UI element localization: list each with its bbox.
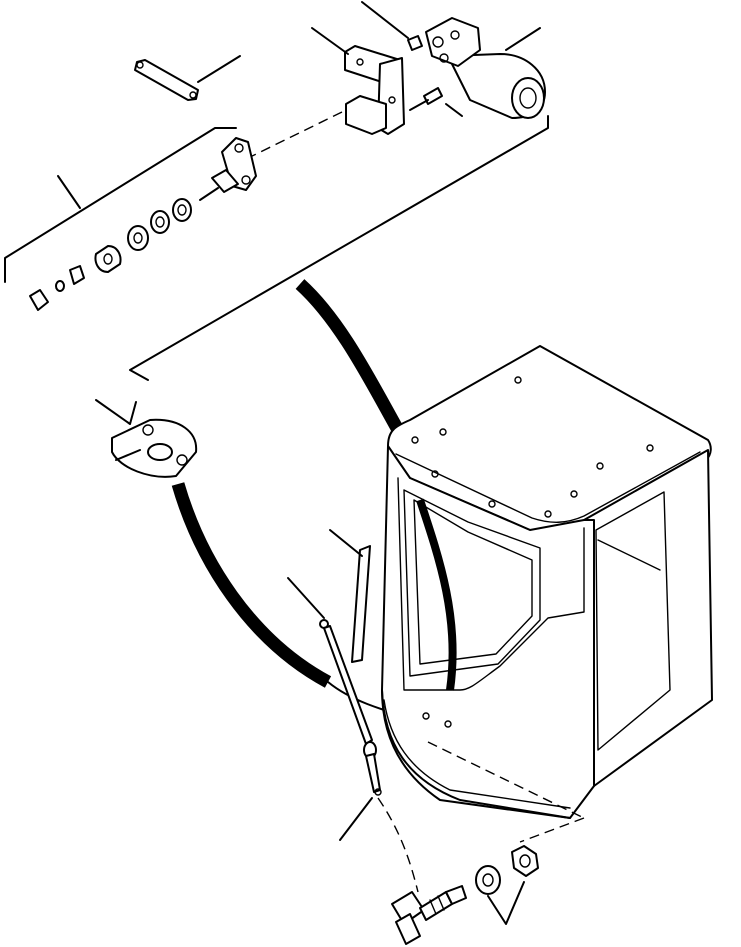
wiper-motor [361,1,546,119]
shaft-spacers [29,198,192,311]
nut-to-cab-guide [427,741,585,843]
hex-nut [511,845,539,877]
wiper-arm [287,577,382,841]
assembly-bracket-line [4,115,549,381]
cab [381,345,713,819]
upper-washer-hose [295,279,404,434]
mounting-bolt [409,87,463,117]
washer-nut-leader [487,881,525,925]
lock-washer [475,865,501,895]
pivot-plate [199,137,257,201]
link-arm [134,55,241,101]
arm-to-fitting-guide [377,797,419,893]
bracket-to-pivot-guide [243,111,343,161]
hose-fitting [391,885,467,945]
washer-nozzle-plate [95,399,198,478]
wiper-blade [329,529,371,663]
motor-bracket [311,27,405,135]
lower-washer-hose [171,482,332,688]
